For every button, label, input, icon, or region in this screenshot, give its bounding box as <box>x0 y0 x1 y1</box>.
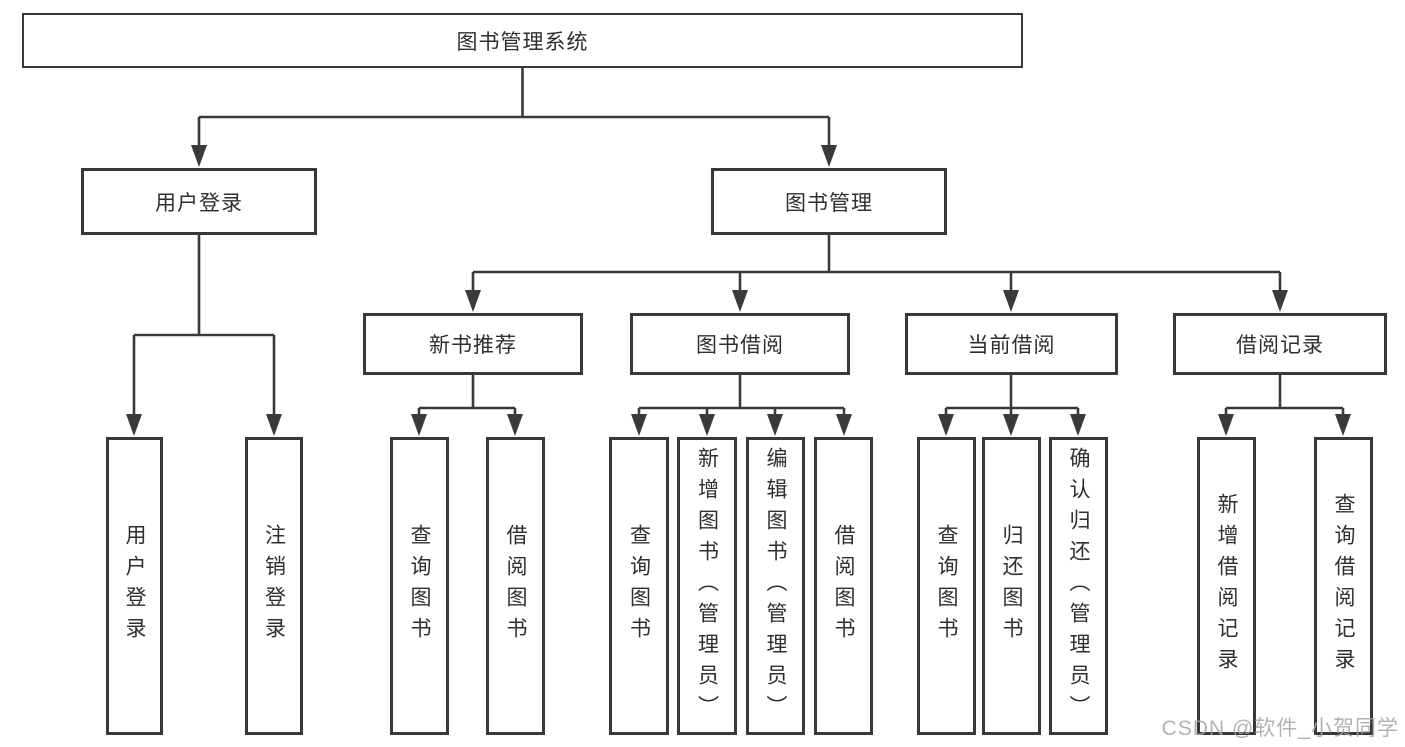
leaf-label: 查询借阅记录 <box>1332 493 1355 679</box>
node-leaf-query-borrow-record: 查询借阅记录 <box>1314 437 1373 735</box>
leaf-label: 借阅图书 <box>832 524 855 648</box>
node-leaf-return-book: 归还图书 <box>982 437 1041 735</box>
node-leaf-borrow-borrow-books: 借阅图书 <box>814 437 873 735</box>
node-book-borrow: 图书借阅 <box>630 313 850 375</box>
leaf-label: 查询图书 <box>627 524 651 648</box>
leaf-label: 归还图书 <box>1000 524 1023 648</box>
node-leaf-newbook-borrow-books: 借阅图书 <box>486 437 545 735</box>
node-leaf-current-query-books: 查询图书 <box>917 437 976 735</box>
node-leaf-newbook-query-books: 查询图书 <box>390 437 449 735</box>
leaf-label: 借阅图书 <box>504 524 527 648</box>
leaf-label: 新增借阅记录 <box>1215 493 1238 679</box>
node-leaf-add-borrow-record: 新增借阅记录 <box>1197 437 1256 735</box>
leaf-label: 编辑图书（管理员） <box>764 446 787 726</box>
node-leaf-edit-book-admin: 编辑图书（管理员） <box>746 437 805 735</box>
node-new-book-recommend: 新书推荐 <box>363 313 583 375</box>
node-leaf-user-login: 用户登录 <box>106 437 163 735</box>
leaf-label: 确认归还（管理员） <box>1067 446 1090 726</box>
node-user-login-branch: 用户登录 <box>81 168 317 235</box>
leaf-label: 用户登录 <box>123 524 146 648</box>
node-borrow-record: 借阅记录 <box>1173 313 1387 375</box>
arrowheads <box>126 145 1351 436</box>
node-leaf-logout: 注销登录 <box>245 437 303 735</box>
node-leaf-borrow-query-books: 查询图书 <box>609 437 669 735</box>
leaf-label: 注销登录 <box>262 524 286 648</box>
leaf-label: 新增图书（管理员） <box>695 446 719 726</box>
node-root-system: 图书管理系统 <box>22 13 1023 68</box>
node-leaf-confirm-return-admin: 确认归还（管理员） <box>1049 437 1108 735</box>
leaf-label: 查询图书 <box>408 524 431 648</box>
node-leaf-add-book-admin: 新增图书（管理员） <box>677 437 737 735</box>
leaf-label: 查询图书 <box>935 524 958 648</box>
node-current-borrow: 当前借阅 <box>905 313 1118 375</box>
node-book-management-branch: 图书管理 <box>711 168 947 235</box>
